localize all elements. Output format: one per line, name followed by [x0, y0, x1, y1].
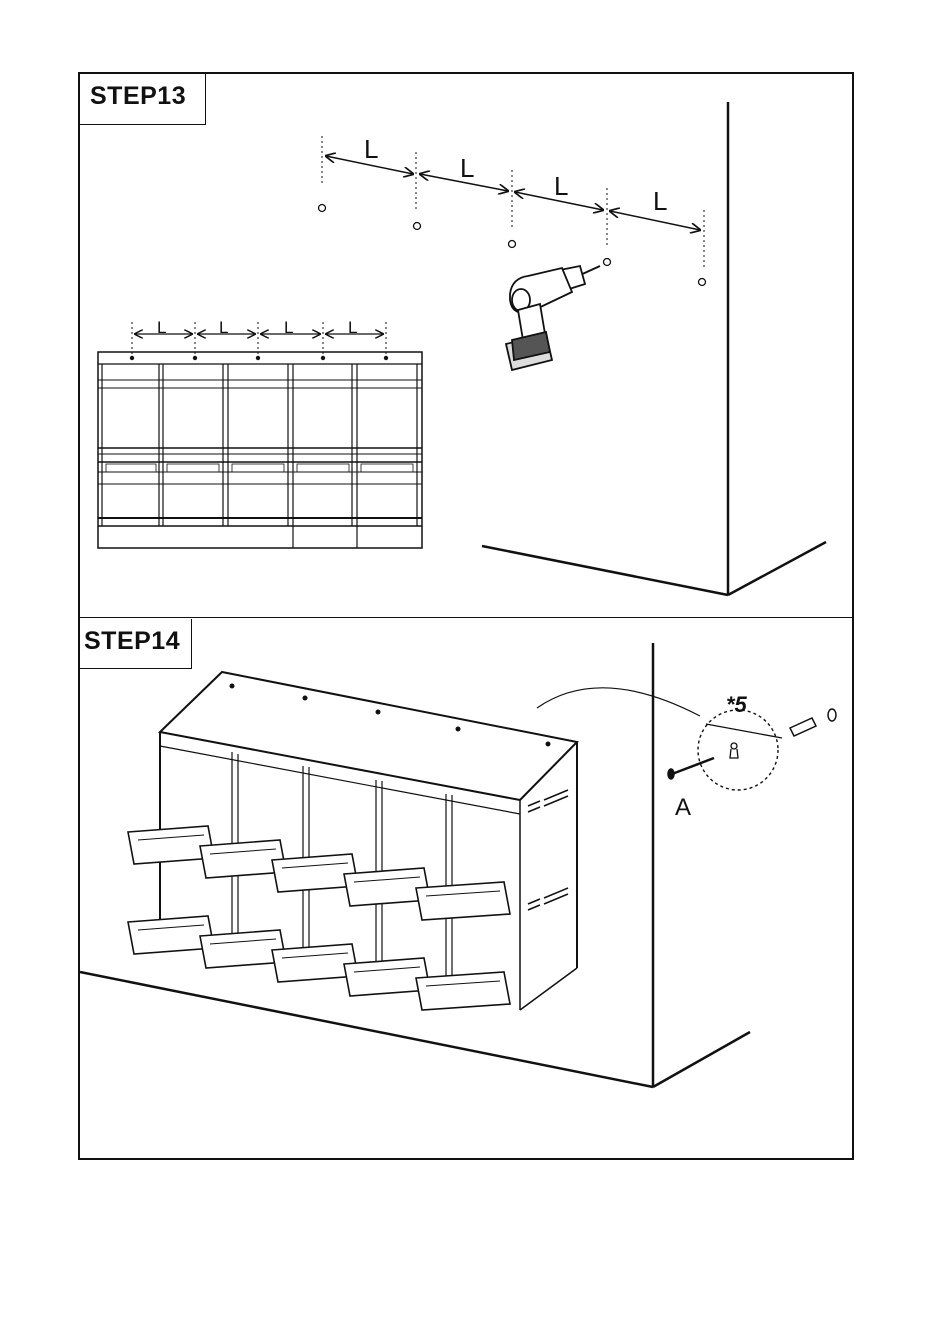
overview-spacing-label-4: L: [348, 318, 357, 337]
quantity-label: *5: [726, 692, 748, 717]
overview-spacing-label-3: L: [284, 318, 293, 337]
part-label-a: A: [675, 794, 691, 821]
drill-icon: [506, 266, 600, 370]
keyhole-slot-icon: [730, 743, 738, 758]
spacing-label-4: L: [653, 186, 667, 216]
spacing-label-3: L: [554, 171, 568, 201]
step14-cabinet: [128, 672, 577, 1010]
step13-cabinet-front-view: [98, 322, 422, 548]
step13-spacing-labels: L L L L: [364, 134, 667, 216]
spacing-label-2: L: [460, 153, 474, 183]
wall-anchor-icon: [790, 709, 836, 736]
spacing-label-1: L: [364, 134, 378, 164]
overview-spacing-label-1: L: [157, 318, 166, 337]
overview-spacing-label-2: L: [219, 318, 228, 337]
